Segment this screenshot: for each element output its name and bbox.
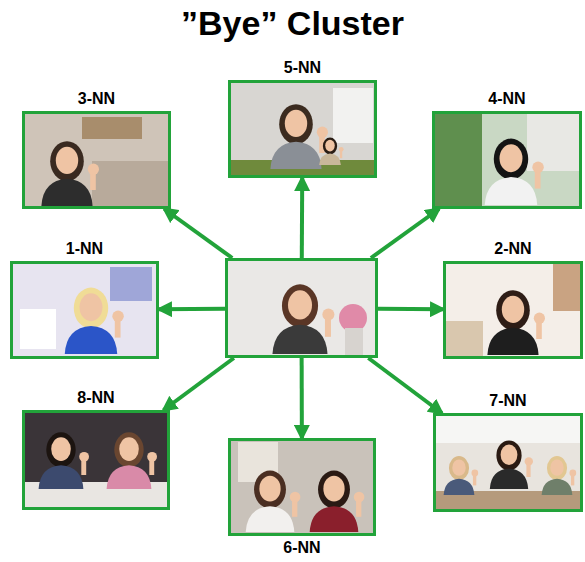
thumbnail-1 (10, 261, 159, 359)
arrow-connector (378, 307, 443, 312)
video-frame (443, 261, 583, 359)
neighbor-label: 5-NN (228, 58, 377, 78)
thumbnail-4 (432, 111, 582, 209)
neighbor-node: 3-NN (22, 89, 171, 209)
thumbnail-8 (22, 410, 170, 510)
neighbor-node: 7-NN (433, 391, 583, 512)
neighbor-node: 4-NN (432, 89, 582, 209)
thumbnail-7 (433, 413, 583, 512)
diagram-title: ”Bye” Cluster (0, 4, 585, 43)
neighbor-label: 8-NN (22, 388, 170, 408)
neighbor-node: 5-NN (228, 58, 377, 178)
arrow-connector (164, 358, 234, 410)
video-frame (228, 438, 376, 536)
video-frame (10, 261, 159, 359)
neighbor-node: 1-NN (10, 239, 159, 359)
thumbnail-center (225, 258, 378, 358)
thumbnail-6 (228, 438, 376, 536)
video-frame (22, 111, 171, 209)
arrow-connector (159, 307, 225, 312)
neighbor-label: 3-NN (22, 89, 171, 109)
neighbor-label: 6-NN (228, 538, 376, 558)
arrow-connector (300, 358, 304, 438)
thumbnail-2 (443, 261, 583, 359)
neighbor-node: 6-NN (228, 438, 376, 558)
thumbnail-5 (228, 80, 377, 178)
thumbnail-3 (22, 111, 171, 209)
arrow-connector (371, 209, 439, 258)
video-frame (433, 413, 583, 512)
neighbor-label: 1-NN (10, 239, 159, 259)
arrow-connector (164, 209, 232, 258)
neighbor-label: 2-NN (443, 239, 583, 259)
video-frame (22, 410, 170, 510)
arrow-connector (300, 178, 304, 258)
neighbor-node (225, 258, 378, 358)
arrow-connector (368, 358, 442, 413)
neighbor-node: 2-NN (443, 239, 583, 359)
neighbor-label: 7-NN (433, 391, 583, 411)
neighbor-node: 8-NN (22, 388, 170, 510)
video-frame (228, 80, 377, 178)
video-frame (225, 258, 378, 358)
video-frame (432, 111, 582, 209)
neighbor-label: 4-NN (432, 89, 582, 109)
